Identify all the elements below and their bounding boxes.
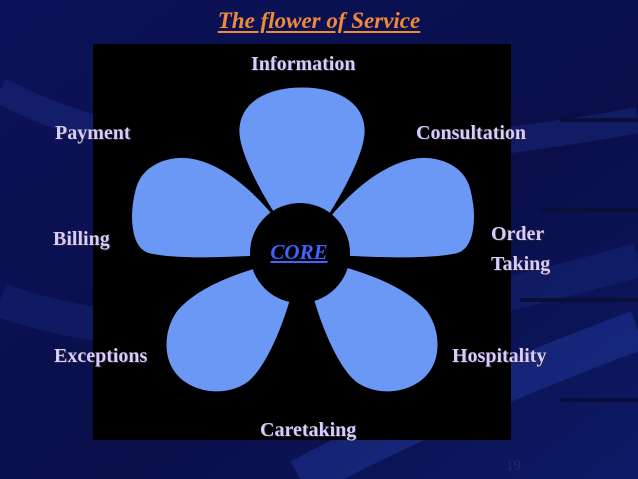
label-taking: Taking bbox=[491, 253, 551, 275]
petal-bottom-right bbox=[300, 253, 441, 395]
label-consultation: Consultation bbox=[416, 122, 527, 144]
label-order: Order bbox=[491, 223, 545, 245]
label-payment: Payment bbox=[55, 122, 131, 144]
label-hospitality: Hospitality bbox=[452, 345, 547, 367]
label-exceptions: Exceptions bbox=[54, 345, 148, 367]
page-number: 19 bbox=[506, 458, 521, 474]
label-billing: Billing bbox=[53, 228, 110, 250]
petal-top bbox=[236, 84, 368, 258]
core-circle bbox=[250, 203, 350, 303]
label-information: Information bbox=[251, 53, 356, 75]
label-caretaking: Caretaking bbox=[260, 419, 357, 441]
diagram-title: The flower of Service bbox=[217, 8, 421, 33]
core-label: CORE bbox=[270, 240, 328, 264]
